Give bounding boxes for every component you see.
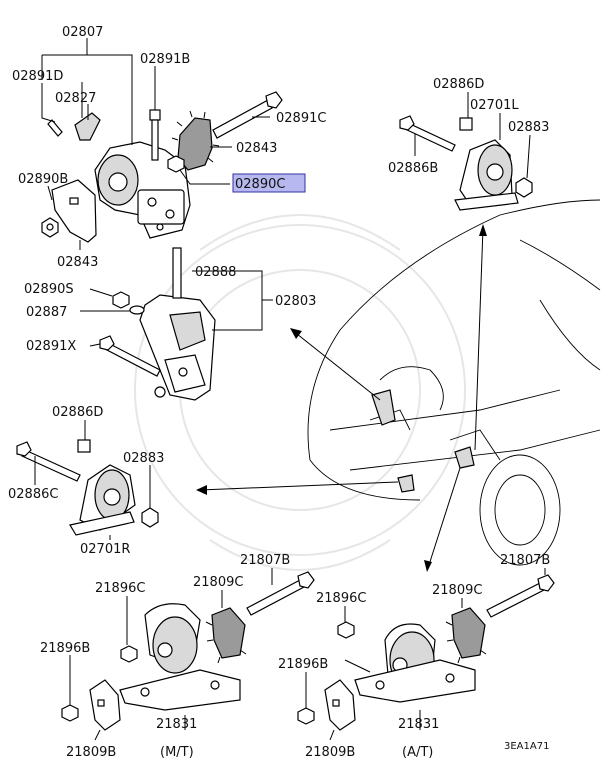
label-02888[interactable]: 02888	[195, 265, 236, 280]
label-21831-right[interactable]: 21831	[398, 717, 439, 732]
label-21809B-left[interactable]: 21809B	[66, 745, 116, 760]
label-21896B-right[interactable]: 21896B	[278, 657, 328, 672]
label-02883-left[interactable]: 02883	[123, 451, 164, 466]
label-02890B[interactable]: 02890B	[18, 172, 68, 187]
right-mount-assembly	[16, 420, 159, 540]
label-02891D[interactable]: 02891D	[12, 69, 63, 84]
label-02843-left[interactable]: 02843	[57, 255, 98, 270]
at-transmission-mount	[297, 568, 555, 741]
mount-bracket-assembly	[80, 247, 273, 401]
label-02887[interactable]: 02887	[26, 305, 67, 320]
diagram-code: 3EA1A71	[504, 741, 549, 752]
left-mount-assembly	[399, 92, 533, 211]
label-02886D-top[interactable]: 02886D	[433, 77, 484, 92]
label-02891X[interactable]: 02891X	[26, 339, 76, 354]
label-02701L[interactable]: 02701L	[470, 98, 519, 113]
label-02886B[interactable]: 02886B	[388, 161, 438, 176]
label-21807B-mid[interactable]: 21807B	[240, 553, 290, 568]
label-21831-left[interactable]: 21831	[156, 717, 197, 732]
part-labels: 02807 02891D 02827 02891B 02891C 02843 0…	[8, 25, 550, 760]
watermark-emblem	[134, 214, 466, 571]
label-02803[interactable]: 02803	[275, 294, 316, 309]
label-21809C-right[interactable]: 21809C	[432, 583, 482, 598]
label-02890S[interactable]: 02890S	[24, 282, 74, 297]
label-02886C[interactable]: 02886C	[8, 487, 58, 502]
label-21896C-right[interactable]: 21896C	[316, 591, 366, 606]
label-02807[interactable]: 02807	[62, 25, 103, 40]
label-21896B-left[interactable]: 21896B	[40, 641, 90, 656]
label-02891C[interactable]: 02891C	[276, 111, 326, 126]
mt-transmission-mount	[61, 568, 315, 741]
label-02886D-left[interactable]: 02886D	[52, 405, 103, 420]
label-02891B[interactable]: 02891B	[140, 52, 190, 67]
label-21809B-right[interactable]: 21809B	[305, 745, 355, 760]
vehicle-outline	[307, 199, 601, 566]
front-mount-assembly	[41, 38, 283, 250]
label-02843-top[interactable]: 02843	[236, 141, 277, 156]
label-02827[interactable]: 02827	[55, 91, 96, 106]
label-02701R[interactable]: 02701R	[80, 542, 130, 557]
highlight-box-02890C	[232, 173, 306, 193]
label-mt: (M/T)	[160, 745, 194, 760]
label-21896C-left[interactable]: 21896C	[95, 581, 145, 596]
label-at: (A/T)	[402, 745, 433, 760]
label-21809C-left[interactable]: 21809C	[193, 575, 243, 590]
pointer-arrows	[196, 224, 487, 572]
label-02883-top[interactable]: 02883	[508, 120, 549, 135]
label-02890C[interactable]: 02890C	[235, 177, 285, 192]
label-21807B-right[interactable]: 21807B	[500, 553, 550, 568]
